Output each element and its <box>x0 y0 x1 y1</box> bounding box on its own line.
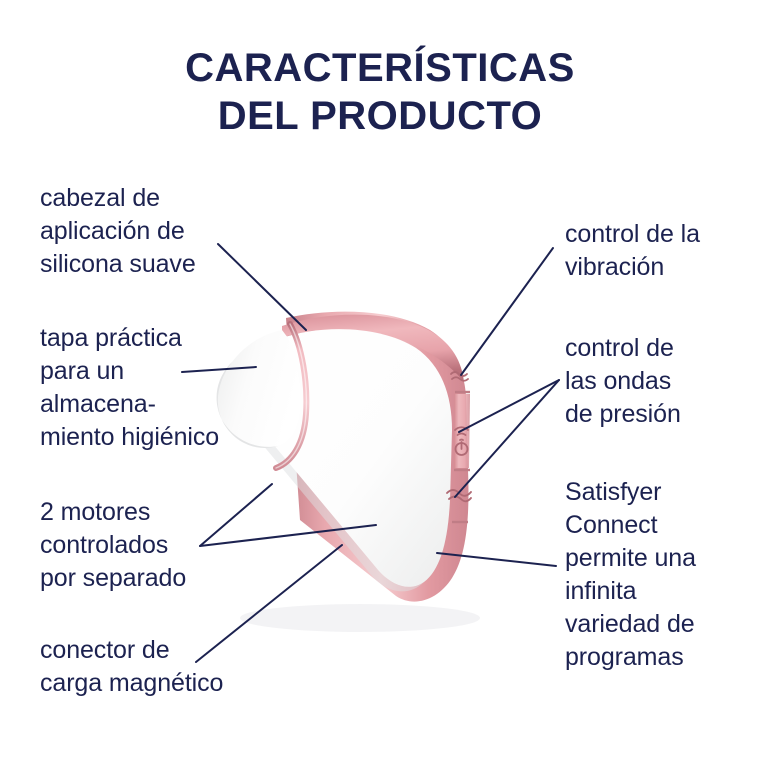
page-title-line-2: DEL PRODUCTO <box>217 94 543 138</box>
callout-label-pressure-wave-control: control de las ondas de presión <box>565 334 681 428</box>
silicone-cap <box>217 330 301 448</box>
leader-line-motors-a <box>199 483 273 547</box>
leader-line-cap <box>181 366 257 373</box>
wave-icon <box>450 371 469 382</box>
leader-line-pressure-b <box>454 379 560 498</box>
device-body-edge-shade <box>262 438 424 592</box>
page-title: CARACTERÍSTICAS DEL PRODUCTO <box>0 44 760 140</box>
leader-line-connect <box>436 552 557 567</box>
page-title-line-1: CARACTERÍSTICAS <box>185 46 575 90</box>
callout-label-hygienic-cap: tapa práctica para un almacena- miento h… <box>40 324 220 451</box>
wifi-power-icon <box>454 426 469 456</box>
leader-line-head <box>217 243 307 331</box>
device-top-trim <box>282 314 464 382</box>
product-shadow <box>240 604 480 632</box>
callout-label-magnetic-charger: conector de carga magnético <box>40 636 224 697</box>
leader-lines <box>181 243 560 663</box>
callout-label-vibration-control: control de la vibración <box>565 220 700 281</box>
callout-label-two-motors: 2 motores controlados por separado <box>40 498 187 592</box>
leader-line-pressure-a <box>458 379 560 433</box>
leader-line-vibration <box>460 247 554 376</box>
callout-label-silicone-head: cabezal de aplicación de silicona suave <box>40 184 196 278</box>
leader-line-motors-b <box>199 524 377 547</box>
cap-seam-highlight <box>275 323 308 469</box>
leader-line-charger <box>195 544 343 663</box>
callout-label-satisfyer-connect: Satisfyer Connect permite una infinita v… <box>565 478 696 671</box>
